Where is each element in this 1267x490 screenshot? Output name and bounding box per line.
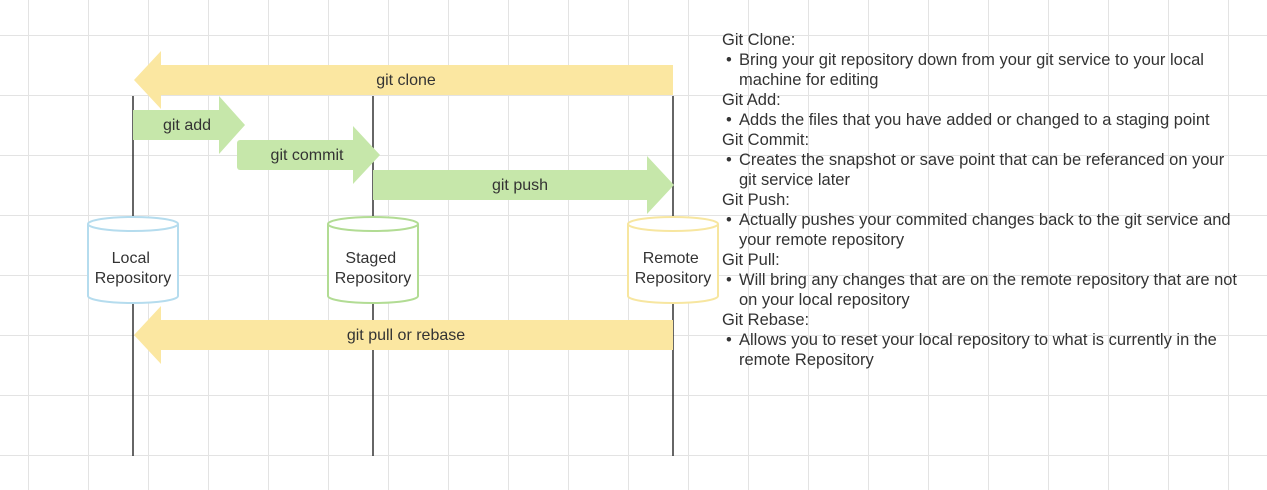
git-workflow-diagram: git clone git add git commit git push Lo… [87, 51, 719, 456]
git-pull-rebase-label: git pull or rebase [347, 327, 465, 344]
bullet: • [726, 151, 732, 169]
note-text: Adds the files that you have added or ch… [739, 111, 1210, 129]
git-push-arrow: git push [373, 156, 674, 214]
remote-repository-line2: Repository [635, 270, 711, 287]
note-item: • Creates the snapshot or save point that… [726, 150, 1242, 190]
staged-repository: Staged Repository [327, 216, 419, 304]
staged-repository-label: Staged Repository [335, 250, 411, 287]
local-repository: Local Repository [87, 216, 179, 304]
note-text: Creates the snapshot or save point that … [739, 151, 1225, 189]
note-git-add: Git Add: • Adds the files that you have a… [722, 90, 1242, 130]
note-git-pull: Git Pull: • Will bring any changes that a… [722, 250, 1242, 310]
note-heading: Git Push: [722, 191, 790, 209]
bullet: • [726, 51, 732, 69]
remote-repository-label: Remote Repository [635, 250, 711, 287]
note-heading: Git Clone: [722, 31, 796, 49]
bullet: • [726, 331, 732, 349]
local-repository-label: Local Repository [95, 250, 171, 287]
git-add-label: git add [163, 117, 211, 134]
note-heading: Git Rebase: [722, 311, 810, 329]
git-clone-label: git clone [376, 72, 436, 89]
git-clone-arrow: git clone [134, 51, 673, 109]
local-repository-line2: Repository [95, 270, 171, 287]
note-git-push: Git Push: • Actually pushes your commited… [722, 190, 1242, 250]
staged-repository-line2: Repository [335, 270, 411, 287]
note-heading: Git Commit: [722, 131, 810, 149]
bullet: • [726, 211, 732, 229]
note-item: • Bring your git repository down from you… [726, 50, 1242, 90]
note-item: • Adds the files that you have added or c… [726, 110, 1242, 130]
bullet: • [726, 271, 732, 289]
note-text: Bring your git repository down from your… [739, 51, 1204, 89]
local-repository-line1: Local [112, 250, 150, 267]
note-text: Actually pushes your commited changes ba… [739, 211, 1231, 249]
remote-repository: Remote Repository [627, 216, 719, 304]
note-text: Will bring any changes that are on the r… [739, 271, 1238, 309]
note-git-rebase: Git Rebase: • Allows you to reset your lo… [722, 310, 1242, 370]
git-commit-arrow: git commit [237, 126, 380, 184]
git-push-label: git push [492, 177, 548, 194]
note-text: Allows you to reset your local repositor… [739, 331, 1217, 369]
remote-repository-line1: Remote [643, 250, 699, 267]
note-git-commit: Git Commit: • Creates the snapshot or sav… [722, 130, 1242, 190]
note-item: • Allows you to reset your local reposito… [726, 330, 1242, 370]
git-add-arrow: git add [133, 96, 245, 154]
note-item: • Will bring any changes that are on the … [726, 270, 1242, 310]
git-pull-rebase-arrow: git pull or rebase [134, 306, 673, 364]
notes-panel: Git Clone: • Bring your git repository do… [722, 30, 1242, 370]
bullet: • [726, 111, 732, 129]
staged-repository-line1: Staged [345, 250, 396, 267]
git-commit-label: git commit [271, 147, 344, 164]
note-git-clone: Git Clone: • Bring your git repository do… [722, 30, 1242, 90]
note-item: • Actually pushes your commited changes b… [726, 210, 1242, 250]
note-heading: Git Add: [722, 91, 781, 109]
note-heading: Git Pull: [722, 251, 780, 269]
